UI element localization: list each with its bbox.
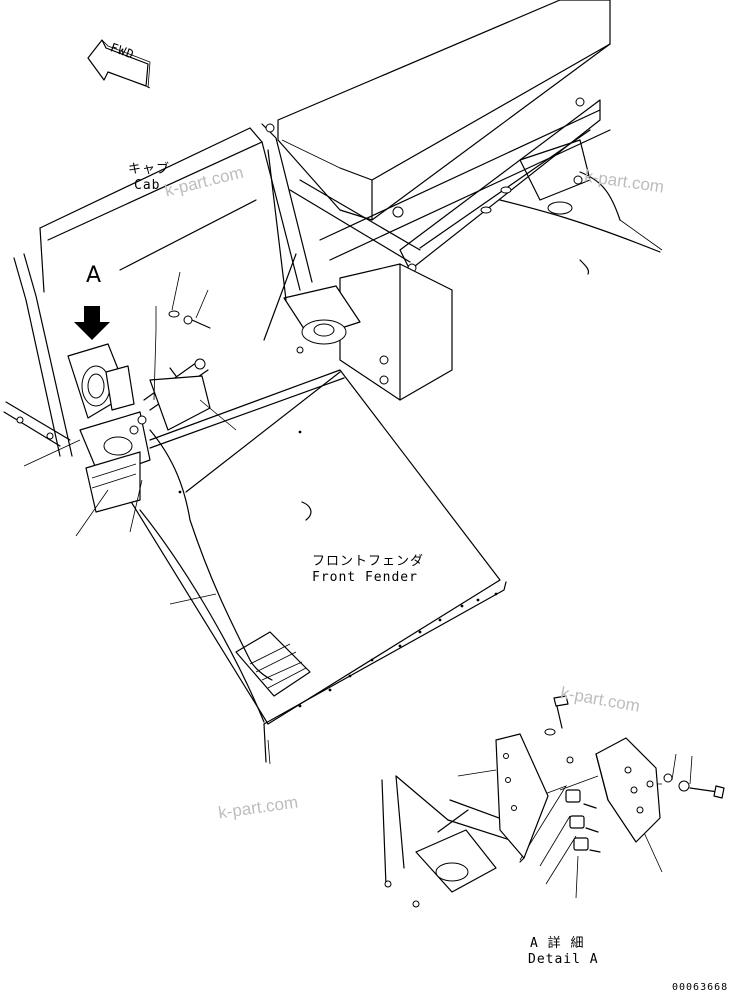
wiring-harness xyxy=(143,358,273,681)
view-a-label: A xyxy=(86,263,103,288)
front-fender xyxy=(129,369,507,763)
cab-label-en: Cab xyxy=(134,178,161,193)
front-fender-label-jp: フロントフェンダ xyxy=(312,554,425,569)
leader-lines xyxy=(23,219,693,899)
lamp-assembly xyxy=(67,343,151,513)
front-fender-label-en: Front Fender xyxy=(312,570,418,585)
detail-a-label-jp: A 詳 細 xyxy=(530,936,585,951)
frame-beam xyxy=(265,97,661,275)
mount-block xyxy=(263,149,453,401)
cab-outline xyxy=(13,123,313,457)
view-arrow-icon xyxy=(74,306,110,340)
cab-label-jp: キャブ xyxy=(128,162,171,177)
upper-housing xyxy=(277,0,611,221)
fwd-arrow-icon xyxy=(87,39,151,89)
detail-a-drawing xyxy=(381,695,725,908)
bolt-upper xyxy=(168,310,211,329)
detail-a-label-en: Detail A xyxy=(528,952,599,967)
frame-left xyxy=(3,401,71,447)
drawing-number: 00063668 xyxy=(672,982,729,993)
